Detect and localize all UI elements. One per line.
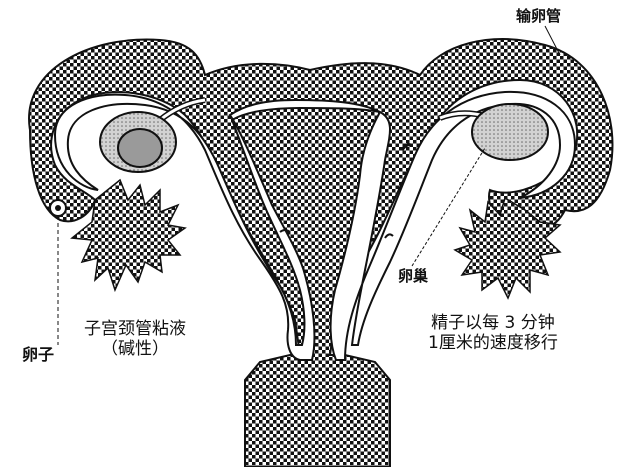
cervical-mucus-label: 子宫颈管粘液 （碱性） — [84, 320, 186, 359]
sperm-speed-line-2: 1厘米的速度移行 — [428, 334, 558, 354]
fallopian-tube-label: 输卵管 — [516, 8, 561, 25]
right-ovary — [472, 104, 548, 160]
cervical-mucus-text: 子宫颈管粘液 — [84, 320, 186, 340]
egg-nucleus — [55, 205, 61, 211]
egg-label: 卵子 — [22, 346, 54, 364]
sperm-speed-line-1: 精子以每 3 分钟 — [428, 314, 558, 334]
ovary-label: 卵巢 — [398, 268, 428, 285]
left-follicle — [118, 129, 162, 167]
sperm-speed-label: 精子以每 3 分钟 1厘米的速度移行 — [428, 314, 558, 353]
cervical-mucus-note: （碱性） — [84, 340, 186, 360]
